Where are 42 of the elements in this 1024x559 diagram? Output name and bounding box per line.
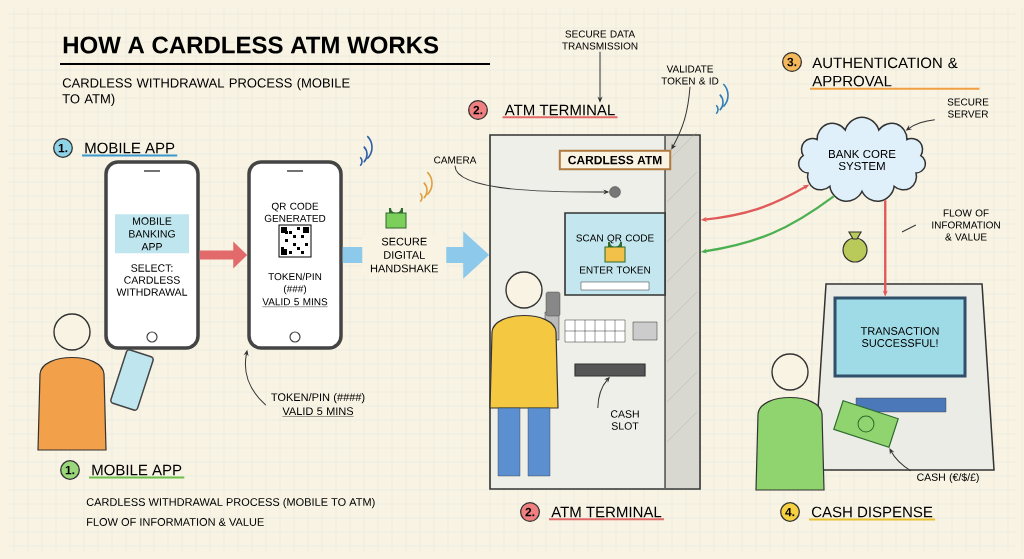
banknote [833, 400, 899, 448]
step-number: 1. [60, 460, 80, 480]
step-number: 2. [468, 100, 488, 120]
annotation: SECURE DATA TRANSMISSION [562, 30, 638, 50]
section-heading: MOBILE APP [88, 464, 186, 479]
leader-line [454, 165, 609, 194]
annotation: TOKEN/PIN (####) VALID 5 MINS [271, 392, 365, 417]
step-number: 2. [520, 502, 540, 522]
phone: MOBILE BANKING APP SELECT: CARDLESS WITHDRAWAL [104, 160, 200, 350]
section-heading: ATM TERMINAL [501, 104, 619, 119]
caption: CARDLESS WITHDRAWAL PROCESS (MOBILE TO ATM) [62, 78, 350, 106]
section-heading: CASH DISPENSE [808, 506, 937, 521]
cloud: BANK CORE SYSTEM [797, 116, 927, 202]
section-heading: ATM TERMINAL [548, 506, 665, 521]
annotation: SECURE SERVER [947, 98, 989, 118]
camera [609, 186, 621, 198]
annotation: FLOW OF INFORMATION & VALUE [932, 209, 1000, 241]
edge-label: SECURE DIGITAL HANDSHAKE [362, 234, 447, 276]
leader-line [597, 377, 610, 409]
annotation: CAMERA [434, 156, 477, 164]
leader-line [906, 119, 936, 131]
leader-line [244, 350, 267, 406]
step-number: 3. [782, 51, 803, 73]
step-number: 4. [780, 502, 800, 522]
cash-slot [574, 363, 646, 377]
annotation: CASH SLOT [610, 410, 639, 430]
phone: QR CODE GENERATED TOKEN/PIN (###) VALID 5 MINS [247, 160, 343, 350]
section-heading: AUTHENTICATION & APPROVAL [809, 57, 981, 90]
section-heading: MOBILE APP [81, 142, 179, 157]
leader-line [889, 448, 912, 472]
atm-sign: CARDLESS ATM [558, 149, 672, 171]
caption: FLOW OF INFORMATION & VALUE [87, 518, 264, 526]
caption: CARDLESS WITHDRAWAL PROCESS (MOBILE TO ATM) [86, 497, 375, 509]
leader-line [671, 86, 691, 150]
leader-line [598, 51, 602, 102]
atm-screen: SCAN QR CODE ENTER TOKEN [564, 212, 666, 296]
annotation: VALIDATE TOKEN & ID [661, 65, 719, 85]
annotation: CASH (€/$/£) [917, 473, 979, 483]
title: HOW A CARDLESS ATM WORKS [59, 36, 491, 65]
step-number: 1. [53, 138, 73, 158]
leader-line [901, 224, 917, 233]
transaction-screen: TRANSACTION SUCCESSFUL! [833, 296, 967, 378]
